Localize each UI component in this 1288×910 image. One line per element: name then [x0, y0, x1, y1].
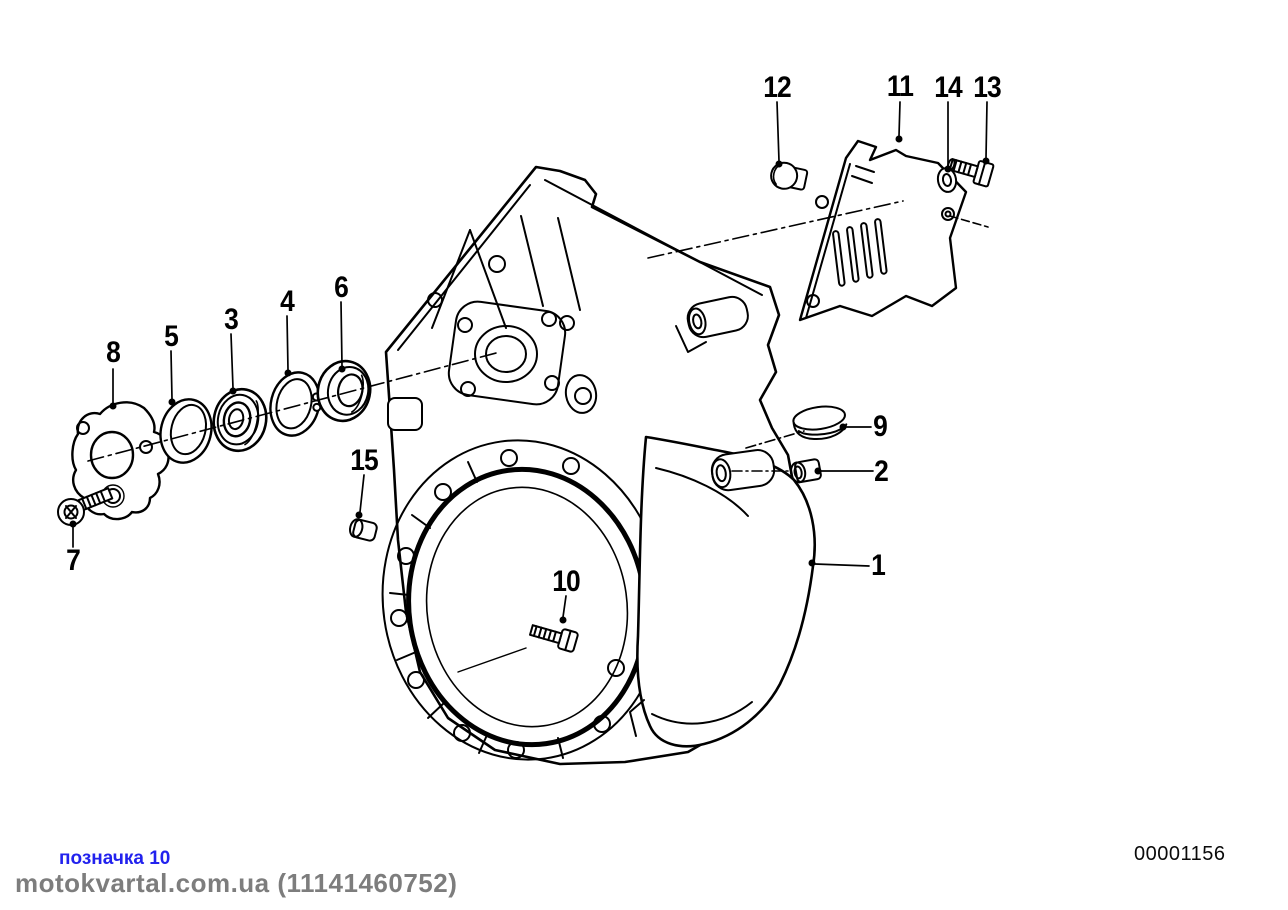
- part-cover: [629, 435, 816, 748]
- housing-oval-boss: [564, 374, 598, 414]
- part-end-cover: [71, 401, 170, 521]
- callout-label-5: 5: [164, 320, 179, 353]
- callout-label-13: 13: [973, 71, 1002, 104]
- part-guard-plate: [798, 139, 968, 322]
- part-bushing: [790, 458, 822, 484]
- callout-label-11: 11: [886, 70, 914, 103]
- callout-label-10: 10: [552, 565, 581, 598]
- part-shaft-seal: [316, 359, 372, 423]
- housing-output-flange: [447, 300, 567, 406]
- drawing-number: 00001156: [1134, 843, 1226, 865]
- part-bolt-10: [457, 624, 579, 673]
- callout-label-12: 12: [763, 71, 792, 104]
- part-socket-screw: [57, 487, 114, 526]
- part-dome-screw: [770, 161, 809, 191]
- callout-label-4: 4: [280, 285, 295, 318]
- cover-boss: [710, 449, 776, 492]
- callout-label-2: 2: [874, 455, 889, 488]
- callout-label-1: 1: [871, 549, 886, 582]
- callout-label-14: 14: [934, 71, 963, 104]
- part-plug: [349, 518, 378, 542]
- callout-label-9: 9: [873, 410, 888, 443]
- axis-lines: [87, 200, 989, 472]
- callout-label-6: 6: [334, 271, 349, 304]
- callout-label-8: 8: [106, 336, 121, 369]
- part-washer: [936, 167, 958, 193]
- part-cap: [792, 405, 848, 440]
- poznachka-link[interactable]: позначка 10: [59, 848, 171, 869]
- watermark-text: motokvartal.com.ua (11141460752): [15, 868, 458, 898]
- callout-label-7: 7: [66, 544, 81, 577]
- callout-label-3: 3: [224, 303, 239, 336]
- callout-label-15: 15: [350, 444, 379, 477]
- part-gasket-ring: [159, 398, 213, 464]
- part-retaining-ring: [269, 371, 322, 437]
- leader-lines: [69, 101, 990, 624]
- housing-upper-boss: [675, 295, 749, 353]
